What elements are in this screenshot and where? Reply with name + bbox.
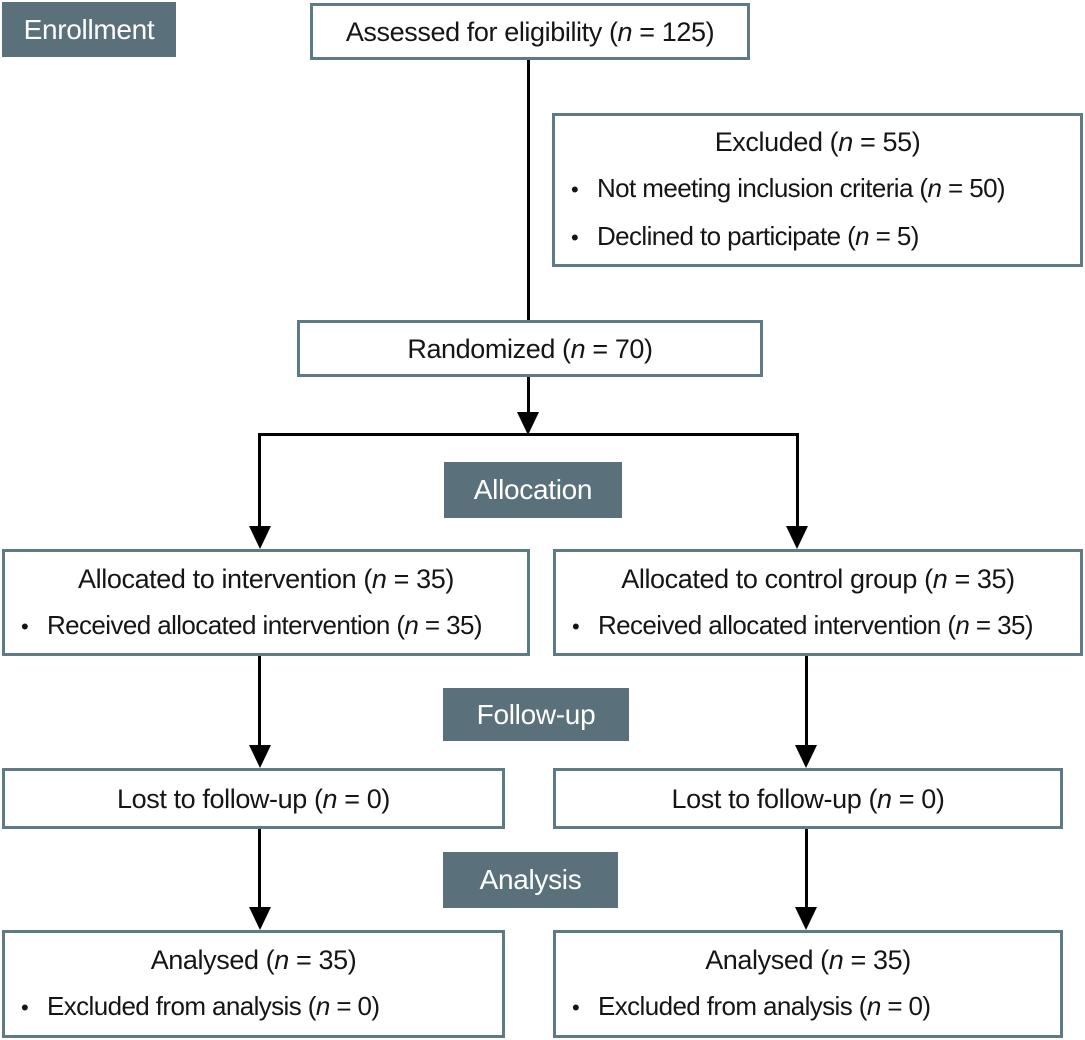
box-excluded-title: Excluded (n = 55)	[714, 127, 921, 157]
arrowhead-randomized-branch-icon	[517, 412, 539, 435]
box-analysed-intervention: Analysed (n = 35) • Excluded from analys…	[2, 930, 505, 1038]
box-analysed-control-bullet-1-text: Excluded from analysis (n = 0)	[598, 991, 931, 1021]
arrowhead-control-icon	[786, 526, 808, 549]
arrowhead-lost-intervention-icon	[249, 745, 271, 768]
connector-branch-to-intervention	[258, 433, 261, 528]
box-analysed-control-title: Analysed (n = 35)	[705, 945, 911, 975]
stage-label-followup-text: Follow-up	[476, 698, 596, 730]
box-analysed-intervention-title: Analysed (n = 35)	[150, 945, 357, 975]
branch-horizontal-line	[258, 433, 799, 436]
box-excluded-bullet-2-text: Declined to participate (n = 5)	[597, 221, 919, 251]
box-excluded-bullet-1: • Not meeting inclusion criteria (n = 50…	[555, 165, 1080, 213]
box-analysed-control-bullet-1: • Excluded from analysis (n = 0)	[556, 983, 1060, 1031]
connector-intervention-to-lost	[258, 656, 261, 747]
box-allocated-control: Allocated to control group (n = 35) • Re…	[553, 549, 1083, 656]
box-allocated-intervention-title: Allocated to intervention (n = 35)	[78, 563, 454, 594]
stage-label-analysis: Analysis	[443, 852, 618, 908]
box-lost-intervention-title: Lost to follow-up (n = 0)	[117, 783, 390, 814]
connector-control-to-lost	[805, 656, 808, 747]
stage-label-analysis-text: Analysis	[479, 864, 582, 895]
box-allocated-intervention-bullet-1: • Received allocated intervention (n = 3…	[5, 602, 527, 650]
arrowhead-analysed-control-icon	[795, 907, 817, 930]
box-allocated-control-bullet-1-text: Received allocated intervention (n = 35)	[598, 609, 1034, 640]
box-allocated-intervention: Allocated to intervention (n = 35) • Rec…	[2, 549, 530, 656]
box-lost-intervention: Lost to follow-up (n = 0)	[2, 768, 505, 829]
box-excluded: Excluded (n = 55) • Not meeting inclusio…	[552, 113, 1083, 267]
bullet-icon: •	[21, 995, 29, 1020]
box-allocated-control-bullet-1: • Received allocated intervention (n = 3…	[556, 602, 1080, 650]
stage-label-allocation-text: Allocation	[473, 474, 593, 505]
connector-branch-to-control	[796, 433, 799, 528]
stage-label-followup: Follow-up	[443, 688, 629, 741]
box-lost-control-title: Lost to follow-up (n = 0)	[671, 783, 945, 814]
bullet-icon: •	[571, 177, 579, 202]
bullet-icon: •	[572, 613, 580, 639]
bullet-icon: •	[21, 613, 29, 639]
box-excluded-bullet-1-text: Not meeting inclusion criteria (n = 50)	[597, 173, 1006, 203]
connector-lost-to-analysed-control	[805, 829, 808, 909]
connector-assessed-to-randomized	[527, 58, 530, 320]
box-analysed-control: Analysed (n = 35) • Excluded from analys…	[553, 930, 1063, 1038]
box-randomized: Randomized (n = 70)	[297, 320, 763, 377]
box-allocated-control-title: Allocated to control group (n = 35)	[621, 563, 1015, 594]
box-lost-control: Lost to follow-up (n = 0)	[553, 768, 1063, 829]
arrowhead-lost-control-icon	[795, 745, 817, 768]
box-allocated-intervention-bullet-1-text: Received allocated intervention (n = 35)	[47, 609, 483, 640]
box-randomized-title: Randomized (n = 70)	[407, 333, 653, 364]
box-assessed-title: Assessed for eligibility (n = 125)	[345, 16, 715, 47]
arrowhead-intervention-icon	[249, 526, 271, 549]
connector-lost-to-analysed-intervention	[258, 829, 261, 909]
bullet-icon: •	[572, 995, 580, 1020]
connector-randomized-to-branch	[527, 377, 530, 417]
arrowhead-analysed-intervention-icon	[249, 907, 271, 930]
stage-label-enrollment-text: Enrollment	[23, 13, 155, 45]
stage-label-allocation: Allocation	[444, 462, 622, 518]
stage-label-enrollment: Enrollment	[2, 2, 176, 57]
box-analysed-intervention-bullet-1-text: Excluded from analysis (n = 0)	[47, 991, 380, 1021]
box-analysed-intervention-bullet-1: • Excluded from analysis (n = 0)	[5, 983, 502, 1031]
box-assessed-for-eligibility: Assessed for eligibility (n = 125)	[310, 3, 750, 60]
box-excluded-bullet-2: • Declined to participate (n = 5)	[555, 213, 1080, 261]
bullet-icon: •	[571, 225, 579, 250]
